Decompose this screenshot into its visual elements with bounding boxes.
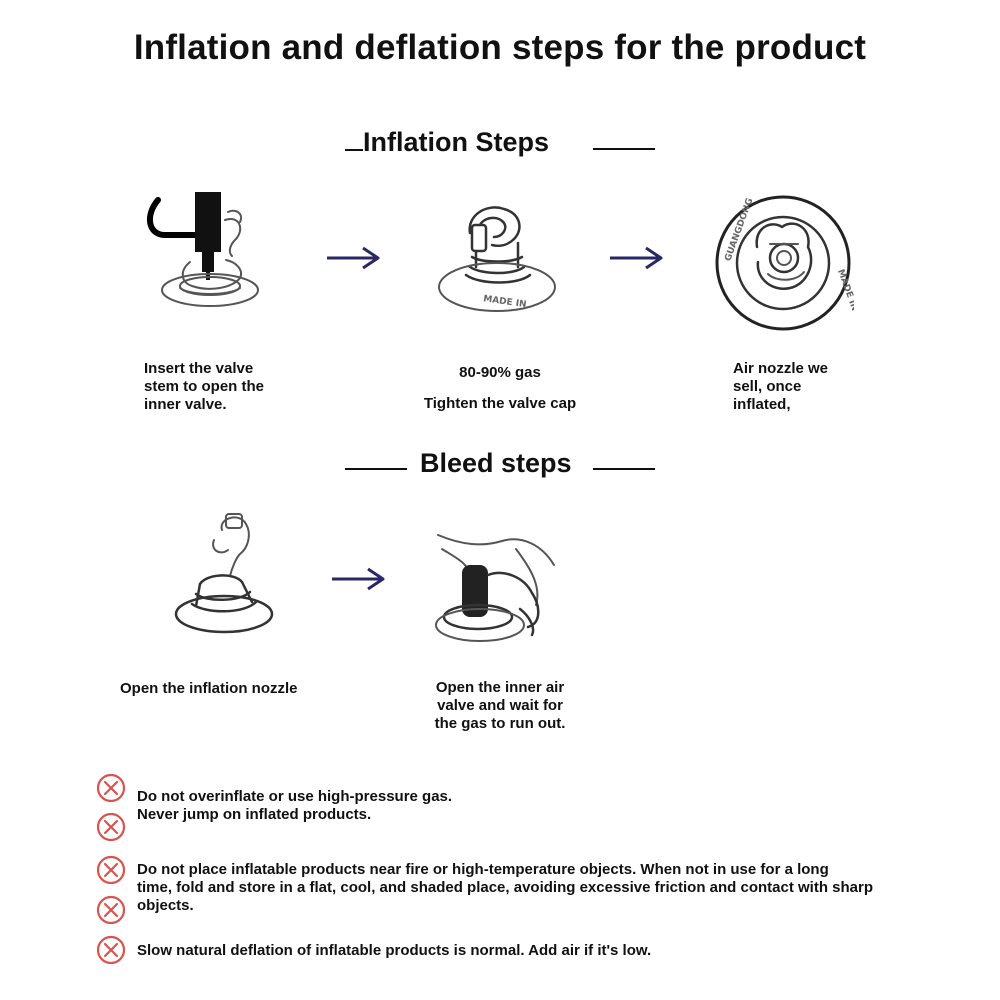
warning-x-icon	[95, 811, 127, 843]
inflation-step-2-caption: 80-90% gas Tighten the valve cap	[423, 364, 577, 412]
bleed-heading: Bleed steps	[420, 448, 572, 478]
warning-text-3: Slow natural deflation of inflatable pro…	[137, 942, 652, 959]
bleed-heading-rule-left	[345, 468, 407, 470]
warning-text-2: Do not place inflatable products near fi…	[137, 861, 873, 914]
pump-valve-illustration	[140, 190, 275, 320]
inflation-heading: Inflation Steps	[363, 127, 550, 157]
bleed-step-2-caption: Open the inner air valve and wait for th…	[434, 679, 566, 732]
warning-x-icon	[95, 934, 127, 966]
nozzle-stamp-right: MADE IN	[835, 268, 854, 312]
bleed-heading-rule-right	[593, 468, 655, 470]
inflation-step-1-caption: Insert the valve stem to open the inner …	[144, 360, 265, 413]
inflation-heading-rule-right	[593, 148, 655, 150]
valve-cap-illustration: MADE IN	[432, 195, 562, 320]
arrow-right-icon	[325, 246, 381, 270]
valve-stamp-text: MADE IN	[483, 294, 528, 310]
bleed-step-1-caption: Open the inflation nozzle	[120, 680, 298, 697]
warning-text-1: Do not overinflate or use high-pressure …	[137, 788, 453, 823]
warning-x-icon	[95, 854, 127, 886]
page-title: Inflation and deflation steps for the pr…	[133, 28, 867, 67]
warning-x-icon	[95, 772, 127, 804]
arrow-right-icon	[330, 567, 386, 591]
inflation-step-3-caption: Air nozzle we sell, once inflated,	[733, 360, 829, 413]
air-nozzle-illustration: GUANGDONG MADE IN	[712, 192, 854, 334]
arrow-right-icon	[608, 246, 664, 270]
press-valve-illustration	[432, 505, 562, 650]
warning-x-icon	[95, 894, 127, 926]
inflation-heading-rule-left	[345, 149, 363, 151]
open-nozzle-illustration	[170, 510, 280, 640]
